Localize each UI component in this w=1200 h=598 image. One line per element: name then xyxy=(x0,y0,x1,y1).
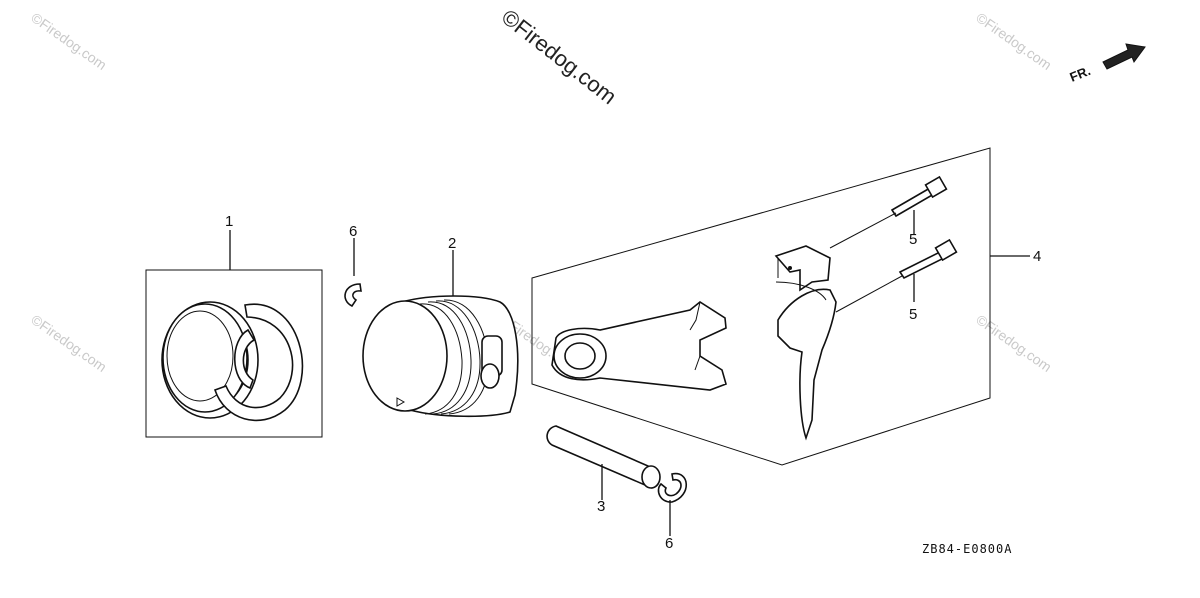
rod-bolt-upper xyxy=(829,175,948,249)
callout-piston-ring-set: 1 xyxy=(225,213,233,230)
callout-piston: 2 xyxy=(448,235,456,252)
assembly-outline xyxy=(531,147,991,466)
connecting-rod-assembly xyxy=(531,147,1030,466)
callout-pin-clip-lower: 6 xyxy=(665,535,673,552)
front-direction-label: FR. xyxy=(1068,63,1093,85)
callouts: 1 2 3 4 5 5 6 6 xyxy=(225,213,1041,552)
callout-pin-clip-upper: 6 xyxy=(349,223,357,240)
front-direction-indicator: FR. xyxy=(1068,43,1146,85)
ring-set-box xyxy=(145,269,323,438)
front-arrow-icon xyxy=(1102,43,1146,70)
watermark-top-left: ©Firedog.com xyxy=(28,9,109,73)
piston-pin xyxy=(546,425,661,500)
piston xyxy=(362,250,519,418)
rod-bolt-lower xyxy=(835,238,958,313)
watermark-mid-right: ©Firedog.com xyxy=(973,311,1054,375)
callout-rod-bolt-upper: 5 xyxy=(909,231,917,248)
piston-ring-set xyxy=(145,230,323,438)
callout-connecting-rod-assembly: 4 xyxy=(1033,248,1041,265)
pin-clip-lower xyxy=(657,472,687,536)
pin-clip-upper xyxy=(344,238,362,308)
watermark-top-right: ©Firedog.com xyxy=(973,9,1054,73)
watermark-top-center: ©Firedog.com xyxy=(497,4,622,109)
diagram-code: ZB84-E0800A xyxy=(922,542,1012,556)
callout-rod-bolt-lower: 5 xyxy=(909,306,917,323)
watermark-mid-left: ©Firedog.com xyxy=(28,311,109,375)
callout-piston-pin: 3 xyxy=(597,498,605,515)
